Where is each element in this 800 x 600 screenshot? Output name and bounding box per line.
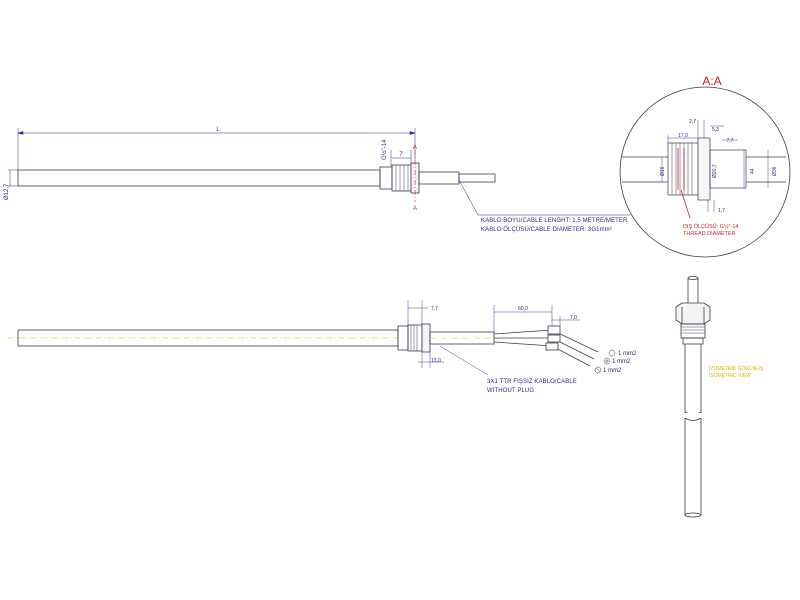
dim-1-7: 1,7 — [718, 208, 725, 214]
side-cable-note: 3X1 TTR FİŞSİZ KABLO/CABLE — [487, 378, 577, 385]
dim-17: 17,0 — [678, 133, 688, 139]
dim-7-7: 7,7 — [727, 138, 734, 144]
side-hex-nut — [421, 323, 431, 353]
iso-label-en: ISOMETRIC VIEW — [709, 373, 751, 379]
section-nut — [697, 137, 711, 201]
isometric-view — [675, 276, 711, 518]
side-cable-note-en: WITHOUT PLUG — [487, 388, 534, 394]
dim-2-7: 2,7 — [689, 119, 696, 125]
thread-diameter-note: DIŞ ÖLÇÜSÜ: G½"-14 — [683, 223, 738, 230]
wire-1-label: 1 mm2 — [618, 351, 637, 357]
top-view — [17, 150, 496, 202]
cable-length-note: KABLO BOYU/CABLE LENGHT: 1,5 METRE/METER — [481, 218, 628, 224]
section-title: A:A — [702, 74, 721, 88]
dim-5-3: 5,3 — [712, 127, 719, 133]
dim-16: Ø16 — [660, 166, 666, 176]
length-label: L — [216, 127, 220, 133]
side-view — [8, 323, 599, 367]
heater-rod — [17, 169, 381, 187]
wire-3-label: 1 mm2 — [603, 368, 622, 374]
neutral-symbol — [594, 366, 602, 374]
side-dim-7-7: 7,7 — [431, 306, 438, 312]
side-dim-7: 7,0 — [570, 315, 577, 321]
iso-hex-nut — [675, 302, 711, 325]
side-dim-13: 13,0 — [431, 358, 441, 364]
section-detail: A:A 2,7 5,3 17,0 7,7 1,7 Ø16 Ø20,7 44 Ø3… — [619, 74, 791, 258]
cable-diameter-note: KABLO ÖLÇÜSÜ/CABLE DIAMETER: 3G1mm² — [481, 226, 612, 233]
wire-2-label: 1 mm2 — [612, 359, 631, 365]
dim-44: 44 — [750, 168, 756, 174]
dim-36: Ø36 — [772, 166, 778, 176]
iso-label: İZOMETRİK GÖRÜNÜŞ — [709, 365, 764, 372]
section-circle — [619, 86, 791, 258]
side-dim-60: 60,0 — [518, 306, 528, 312]
thread-diameter-note-en: THREAD DIAMETER — [683, 231, 736, 237]
section-mark-top: A — [413, 145, 417, 151]
phase-symbol — [608, 349, 616, 357]
cable — [458, 173, 496, 183]
dim-7-label: 7 — [399, 152, 403, 158]
thread-label: G½"-14 — [381, 139, 388, 160]
rod-diameter-label: Ø12,7 — [4, 183, 10, 200]
earth-symbol — [603, 357, 611, 365]
section-mark-bottom: A — [413, 206, 417, 212]
section-housing — [709, 149, 747, 189]
dim-20-7: Ø20,7 — [712, 164, 718, 178]
